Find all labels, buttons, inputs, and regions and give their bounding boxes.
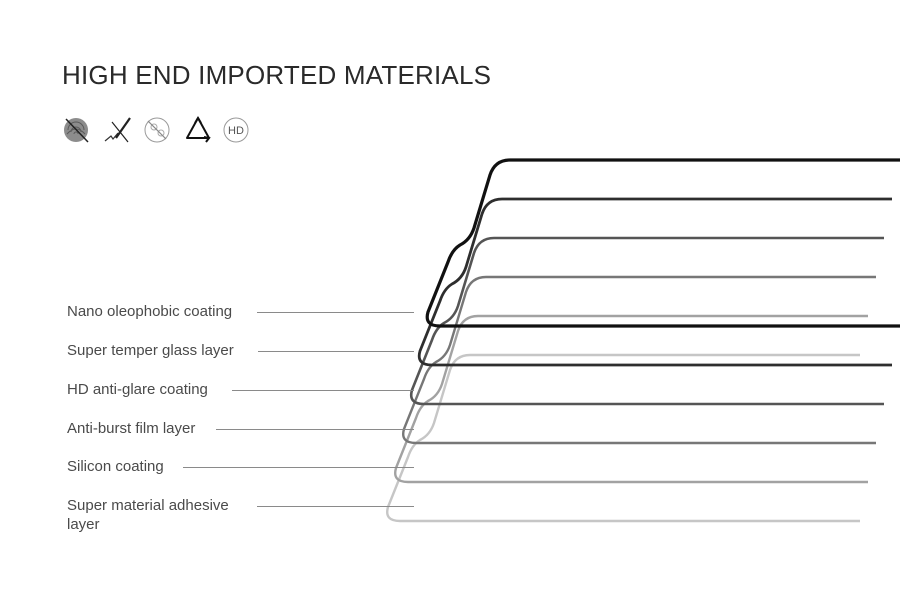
layer-label: Nano oleophobic coating xyxy=(67,303,233,320)
leader-line xyxy=(257,506,414,507)
scratch-resistant-icon xyxy=(102,114,142,148)
layer-outline-5 xyxy=(394,314,868,484)
layer-label: Silicon coating xyxy=(67,458,164,475)
leader-line xyxy=(257,312,414,313)
layer-outline-4 xyxy=(402,275,876,445)
leader-line xyxy=(216,429,414,430)
hd-text: HD xyxy=(228,125,244,137)
layer-outline-2 xyxy=(417,197,892,367)
layer-label: Anti-burst film layer xyxy=(67,420,196,437)
leader-line xyxy=(232,390,414,391)
layer-label: Super temper glass layer xyxy=(67,342,234,359)
page-title: HIGH END IMPORTED MATERIALS xyxy=(62,60,492,90)
layer-label: HD anti-glare coating xyxy=(67,381,208,398)
layer-outline-1 xyxy=(425,158,900,328)
leader-line xyxy=(183,467,414,468)
layer-outline-6 xyxy=(386,353,860,523)
feature-icons: HD xyxy=(62,114,262,148)
layer-outline-3 xyxy=(409,236,884,406)
hd-icon: HD xyxy=(222,114,262,148)
recycle-icon xyxy=(182,114,222,148)
layer-label: Super material adhesive layer xyxy=(67,497,229,533)
anti-fingerprint-icon xyxy=(62,114,102,148)
leader-line xyxy=(258,351,414,352)
anti-bacterial-icon xyxy=(142,114,182,148)
